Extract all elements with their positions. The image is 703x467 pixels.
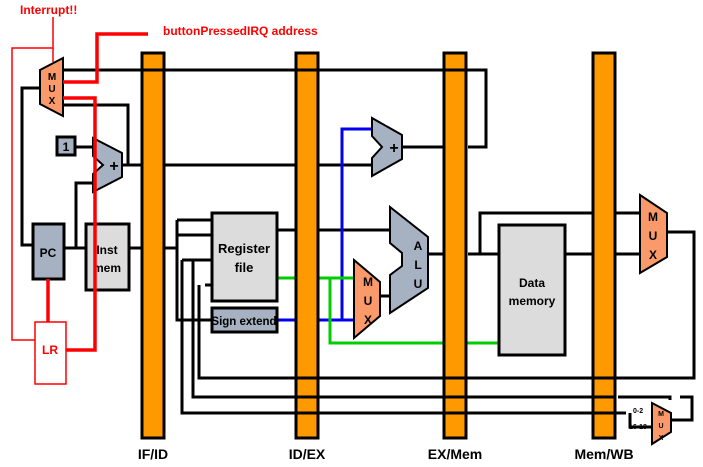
data-memory: Data memory [497,223,567,357]
register-file-label-2: file [235,260,254,275]
wire-pcplus1-to-mux [63,103,130,165]
irq-address-label: buttonPressedIRQ address [163,24,318,38]
wire-branch-target [63,68,488,149]
alu-mux-letter-m: M [363,275,373,289]
mux-input-label-0-2: 0-2 [633,408,643,415]
alu-letter-l: L [414,258,421,272]
instruction-memory: Inst mem [84,222,131,292]
svg-text:M: M [658,411,664,418]
pipeline-register-id-ex [294,51,320,440]
wire-small-mux-out [672,395,694,422]
label-ex-mem: EX/Mem [428,446,482,462]
wb-mux-letter-x: X [649,248,657,262]
sign-extend: Sign extend [210,306,279,334]
inst-mem-label-2: mem [93,261,121,275]
branch-adder-plus-icon: + [389,140,398,157]
wire-irq-address [63,32,148,84]
alu-src-mux: M U X [353,257,381,341]
adder-plus-icon: + [109,158,118,175]
writeback-mux: M U X [639,193,668,275]
alu: A L U [389,204,429,315]
constant-one: 1 [55,135,77,157]
pipeline-register-mem-wb [591,51,617,440]
pc-mux-letter-x: X [49,96,56,107]
wire-pc-to-lr-mux [63,96,97,352]
register-file-label-1: Register [218,241,270,256]
data-memory-label-1: Data [519,276,545,290]
pipeline-register-ex-mem [442,51,468,440]
pc-mux-letter-u: U [48,84,55,95]
register-file: Register file [210,211,279,303]
pipeline-register-labels: IF/ID ID/EX EX/Mem Mem/WB [138,446,634,462]
alu-mux-letter-x: X [364,313,372,327]
data-memory-label-2: memory [509,294,556,308]
alu-letter-u: U [414,277,423,291]
label-id-ex: ID/EX [289,446,326,462]
wire-dest2b [618,395,672,400]
pc-label: PC [40,246,57,260]
svg-text:U: U [658,423,663,430]
mux-input-label-16-18: 16-18 [629,424,647,431]
wire-interrupt-select [11,17,54,341]
wb-mux-letter-m: M [648,210,658,224]
pipeline-registers [140,51,617,440]
wire-dest1 [180,260,626,415]
label-if-id: IF/ID [138,446,168,462]
sign-extend-label: Sign extend [211,316,276,328]
pipeline-register-if-id [140,51,166,440]
svg-text:X: X [659,435,664,442]
wire-exmem-bypass [478,211,640,254]
immediate-wires [277,127,372,322]
pc-adder: + [92,136,123,194]
black-wires [20,68,696,429]
pc-mux-letter-m: M [48,72,56,83]
lr-label: LR [42,343,58,357]
svg-text:1: 1 [63,140,70,154]
inst-mem-label-1: Inst [96,243,117,257]
link-register [34,321,67,385]
alu-mux-letter-u: U [364,294,373,308]
interrupt-wires: LR Interrupt!! buttonPressedIRQ address [11,3,318,385]
reg-dest-mux: M U X 0-2 16-18 [629,401,672,446]
pc-mux: M U X [39,56,64,118]
wire-pc-to-adder [74,181,93,248]
wire-mux-to-pc [20,86,40,247]
alu-letter-a: A [414,239,423,253]
wb-mux-letter-u: U [649,229,658,243]
program-counter: PC [31,222,66,281]
wire-imm-to-adder [340,127,372,320]
wire-wb-small-mux [628,413,652,429]
interrupt-label: Interrupt!! [20,3,77,17]
label-mem-wb: Mem/WB [574,446,633,462]
wire-dest3 [197,230,696,380]
branch-adder: + [371,116,403,178]
